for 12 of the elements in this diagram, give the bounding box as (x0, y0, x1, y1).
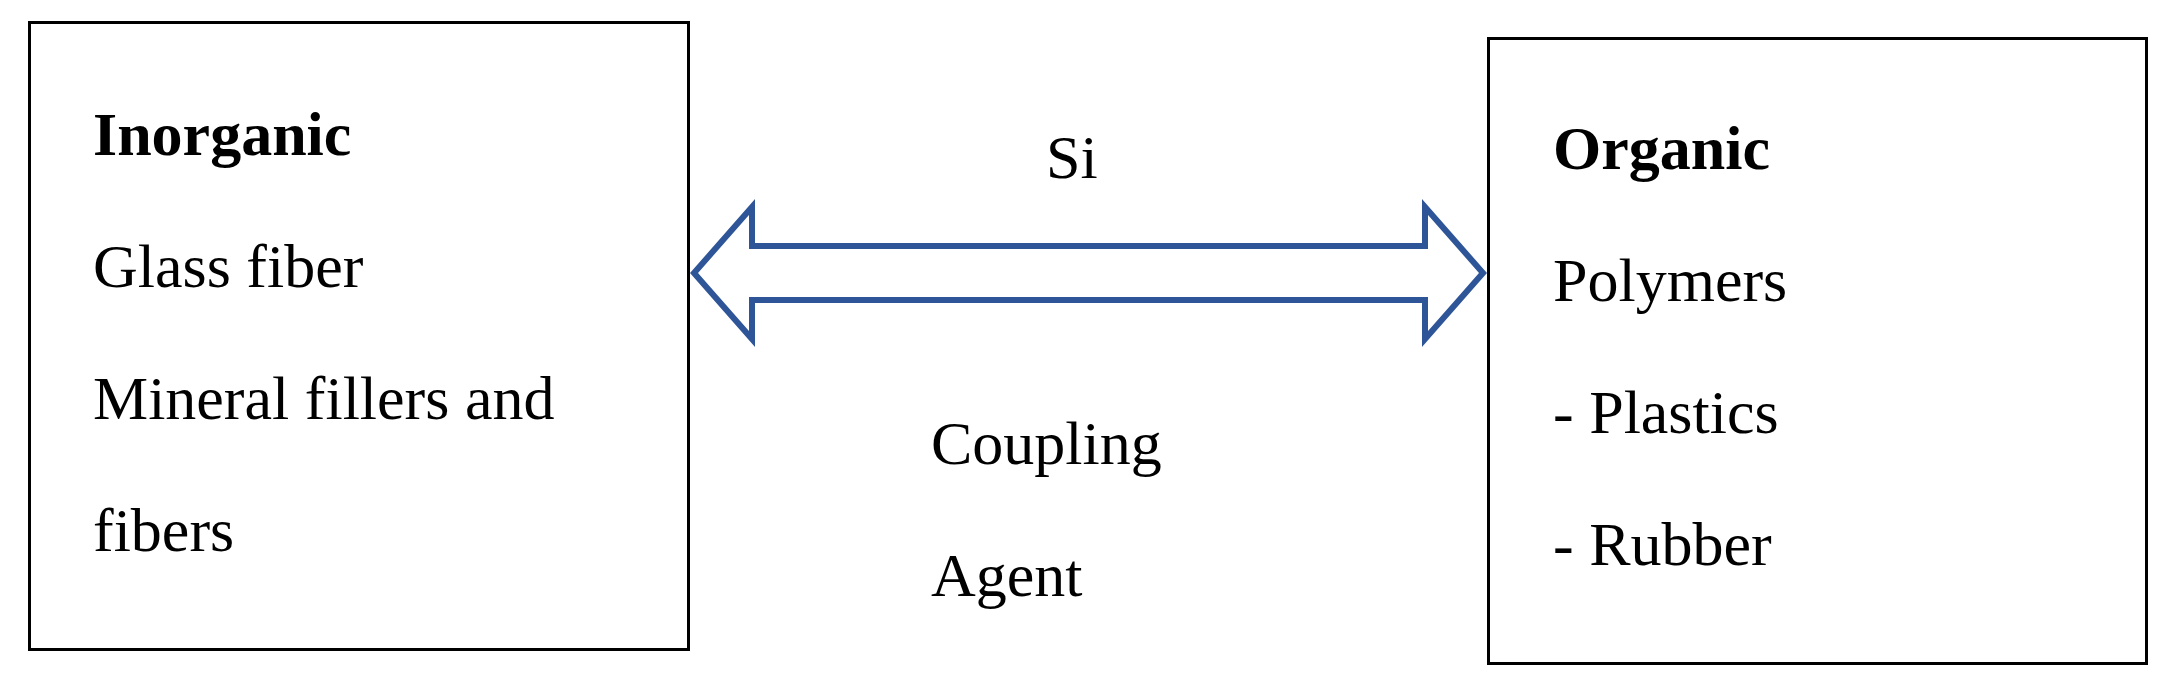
box-heading: Inorganic (93, 99, 353, 170)
box-heading: Organic (1553, 113, 1771, 184)
box-text: Mineral fillers and fibers (93, 363, 556, 566)
arrow-label: Si (1046, 122, 1099, 193)
box-text: - Plastics (1553, 377, 1780, 448)
box-text: Polymers (1553, 245, 1789, 316)
box-text: - Rubber (1553, 509, 1773, 580)
text-box (28, 21, 690, 651)
box-text: Glass fiber (93, 231, 365, 302)
double-arrow (690, 199, 1487, 347)
text-box (1487, 37, 2148, 665)
arrow-label: Coupling Agent (931, 408, 1163, 611)
